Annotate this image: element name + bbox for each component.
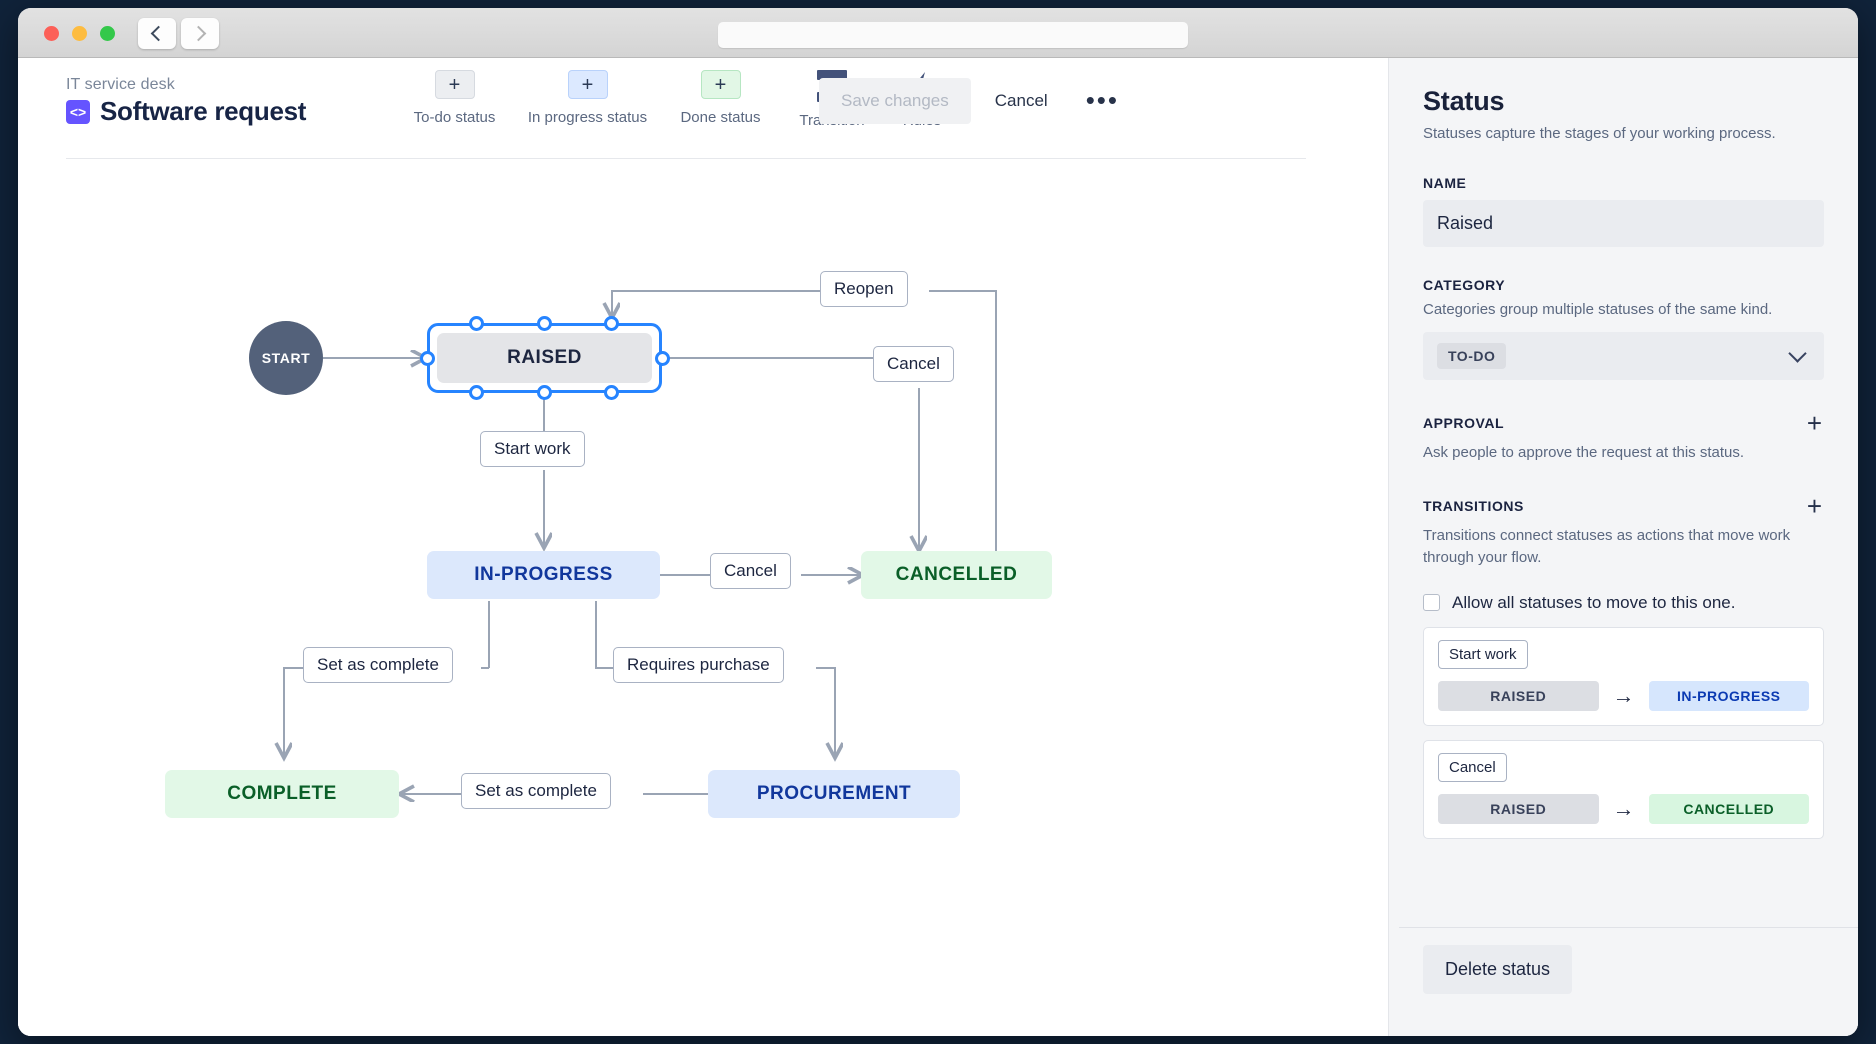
status-node-label: RAISED (507, 347, 582, 368)
tool-label: In progress status (527, 109, 648, 126)
add-in-progress-status-button[interactable]: + In progress status (521, 70, 654, 129)
transition-label-cancel-from-raised[interactable]: Cancel (873, 346, 954, 382)
plus-icon: + (567, 70, 608, 99)
approval-section-label: APPROVAL (1423, 414, 1505, 431)
status-node-label: CANCELLED (895, 564, 1018, 585)
arrow-right-icon: → (1612, 795, 1635, 821)
transition-label-start-work[interactable]: Start work (480, 431, 585, 467)
transition-from-status: RAISED (1438, 793, 1599, 824)
workflow-canvas[interactable]: START RAISED (18, 163, 1388, 1036)
toolbar-actions: Save changes Cancel ••• (819, 78, 1133, 124)
add-transition-button[interactable]: + (1806, 491, 1822, 522)
start-node[interactable]: START (249, 321, 323, 395)
chevron-down-icon (1788, 343, 1807, 363)
workflow-toolbar: IT service desk <> Software request + To… (18, 58, 1388, 159)
address-bar[interactable] (718, 22, 1188, 48)
allow-all-statuses-label: Allow all statuses to move to this one. (1452, 592, 1736, 612)
status-details-panel: Status Statuses capture the stages of yo… (1388, 58, 1858, 1036)
cancel-button[interactable]: Cancel (994, 91, 1048, 110)
page-title: Software request (100, 96, 307, 126)
app-body: IT service desk <> Software request + To… (18, 58, 1858, 1036)
category-help-text: Categories group multiple statuses of th… (1423, 300, 1773, 318)
status-node-complete[interactable]: COMPLETE (165, 770, 399, 818)
back-button[interactable] (138, 18, 176, 49)
category-chip: TO-DO (1437, 342, 1507, 369)
resize-handle-bottom-right[interactable] (604, 385, 619, 400)
zoom-window-button[interactable] (100, 26, 115, 41)
panel-divider (1399, 927, 1858, 928)
code-icon: <> (66, 99, 90, 124)
status-node-label: IN-PROGRESS (474, 564, 613, 585)
transition-label-set-as-complete-upper[interactable]: Set as complete (303, 647, 453, 683)
transition-to-status: CANCELLED (1648, 793, 1809, 824)
transitions-section-label: TRANSITIONS (1423, 498, 1524, 515)
resize-handle-top-right[interactable] (604, 316, 619, 331)
transition-label-set-as-complete-lower[interactable]: Set as complete (461, 773, 611, 809)
delete-status-button[interactable]: Delete status (1423, 945, 1573, 994)
status-node-label: COMPLETE (227, 783, 337, 804)
status-node-raised[interactable]: RAISED (437, 333, 652, 383)
workflow-edges (18, 290, 1051, 1036)
selection-ring (427, 323, 662, 393)
page-title-row: <> Software request (66, 96, 306, 127)
arrow-right-icon: → (1612, 682, 1635, 708)
transition-name[interactable]: Start work (1438, 639, 1528, 669)
start-node-label: START (261, 350, 311, 366)
category-select[interactable]: TO-DO (1423, 331, 1824, 380)
resize-handle-top-center[interactable] (537, 316, 552, 331)
transition-to-status: IN-PROGRESS (1648, 680, 1809, 711)
chevron-right-icon (190, 25, 207, 42)
forward-button[interactable] (181, 18, 219, 49)
transition-label-requires-purchase[interactable]: Requires purchase (613, 647, 784, 683)
resize-handle-left[interactable] (420, 351, 435, 366)
status-name-input[interactable]: Raised (1423, 199, 1824, 247)
chevron-left-icon (150, 25, 167, 42)
status-node-label: PROCUREMENT (756, 783, 912, 804)
approval-help-text: Ask people to approve the request at thi… (1423, 443, 1745, 461)
close-window-button[interactable] (44, 26, 59, 41)
resize-handle-right[interactable] (655, 351, 670, 366)
transitions-help-text: Transitions connect statuses as actions … (1423, 527, 1791, 566)
breadcrumb: IT service desk (66, 76, 175, 93)
panel-subtitle: Statuses capture the stages of your work… (1423, 125, 1776, 142)
transition-label-cancel-from-in-progress[interactable]: Cancel (710, 553, 791, 589)
resize-handle-bottom-center[interactable] (537, 385, 552, 400)
toolbar-divider (66, 158, 1306, 159)
transition-flow: RAISED → CANCELLED (1438, 793, 1809, 824)
resize-handle-top-left[interactable] (469, 316, 484, 331)
resize-handle-bottom-left[interactable] (469, 385, 484, 400)
name-section-label: NAME (1423, 174, 1467, 191)
status-node-procurement[interactable]: PROCUREMENT (708, 770, 960, 818)
category-section-label: CATEGORY (1423, 276, 1506, 293)
transition-flow: RAISED → IN-PROGRESS (1438, 680, 1809, 711)
transition-label-reopen[interactable]: Reopen (820, 271, 908, 307)
workflow-column: IT service desk <> Software request + To… (18, 58, 1388, 1036)
add-todo-status-button[interactable]: + To-do status (388, 70, 521, 129)
add-approval-button[interactable]: + (1806, 407, 1822, 438)
transition-from-status: RAISED (1438, 680, 1599, 711)
tool-label: To-do status (413, 109, 496, 126)
traffic-lights (44, 26, 115, 41)
save-changes-button[interactable]: Save changes (819, 78, 971, 124)
transition-name[interactable]: Cancel (1438, 752, 1507, 782)
transitions-section-header: TRANSITIONS + (1423, 493, 1824, 519)
panel-title: Status (1423, 86, 1505, 116)
allow-all-statuses-row[interactable]: Allow all statuses to move to this one. (1423, 593, 1824, 613)
transition-card[interactable]: Cancel RAISED → CANCELLED (1423, 739, 1824, 839)
approval-section-header: APPROVAL + (1423, 410, 1824, 436)
allow-all-statuses-checkbox[interactable] (1423, 594, 1440, 612)
transition-card[interactable]: Start work RAISED → IN-PROGRESS (1423, 626, 1824, 726)
window-titlebar (18, 8, 1858, 58)
plus-icon: + (434, 70, 475, 99)
minimize-window-button[interactable] (72, 26, 87, 41)
status-node-in-progress[interactable]: IN-PROGRESS (427, 551, 660, 599)
tool-label: Done status (680, 109, 761, 126)
browser-window: IT service desk <> Software request + To… (18, 8, 1858, 1036)
more-options-button[interactable]: ••• (1085, 85, 1119, 116)
status-node-cancelled[interactable]: CANCELLED (861, 551, 1052, 599)
add-done-status-button[interactable]: + Done status (654, 70, 787, 129)
plus-icon: + (700, 70, 741, 99)
